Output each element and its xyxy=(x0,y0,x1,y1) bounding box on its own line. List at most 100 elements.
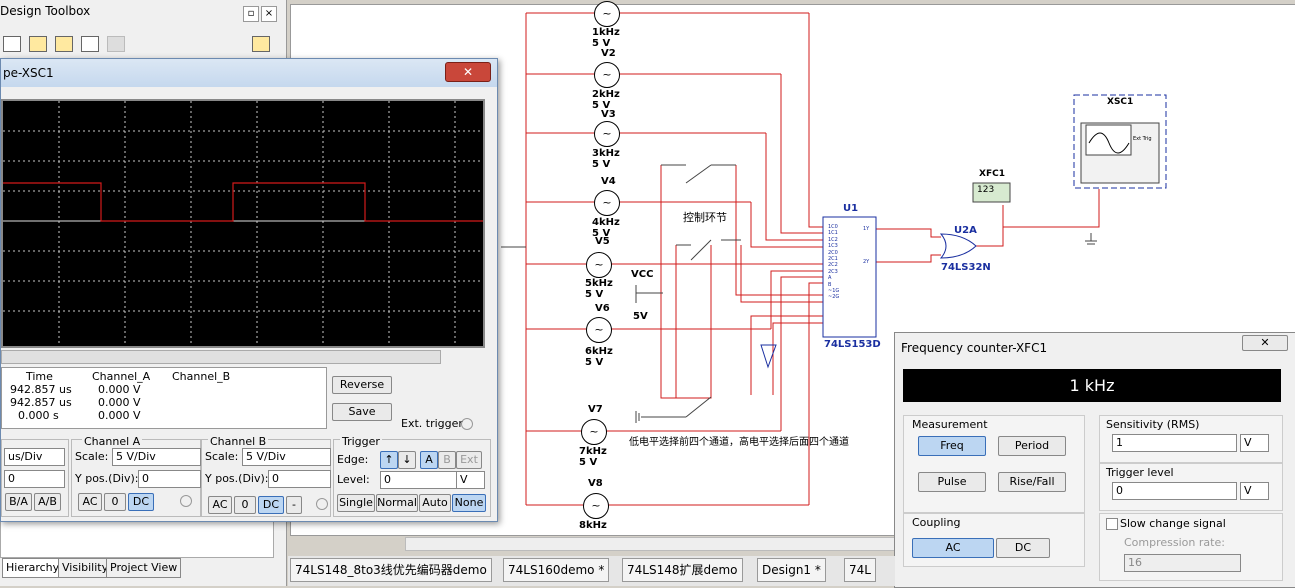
trigger-source-b[interactable]: B xyxy=(438,451,456,469)
vcc-value: 5V xyxy=(633,311,648,322)
channel-b-ac-button[interactable]: AC xyxy=(208,496,232,514)
tab-visibility[interactable]: Visibility xyxy=(58,558,113,578)
auto-button[interactable]: Auto xyxy=(419,494,451,512)
channel-b-radio[interactable] xyxy=(316,498,328,510)
coupling-group: Coupling AC DC xyxy=(903,513,1085,567)
properties-icon[interactable] xyxy=(252,36,270,52)
trigger-source-a[interactable]: A xyxy=(420,451,438,469)
sensitivity-unit[interactable]: V xyxy=(1240,434,1269,452)
source-name: V7 xyxy=(588,404,603,415)
timebase-xpos[interactable]: 0 xyxy=(4,470,65,488)
u1-pin-1y: 1Y xyxy=(863,226,870,232)
ac-source-icon[interactable]: ~ xyxy=(586,252,612,278)
channel-a-scale[interactable]: 5 V/Div xyxy=(112,448,201,466)
trigger-level-input[interactable]: 0 xyxy=(1112,482,1237,500)
freq-button[interactable]: Freq xyxy=(918,436,986,456)
source-freq: 8kHz xyxy=(579,520,607,531)
ext-trigger-label: Ext. trigger xyxy=(401,417,463,430)
sensitivity-group: Sensitivity (RMS) 1 V xyxy=(1099,415,1283,463)
tab-document[interactable]: 74L xyxy=(844,558,876,582)
channel-b-minus-button[interactable]: - xyxy=(286,496,302,514)
trigger-level-input[interactable]: 0 xyxy=(380,471,457,489)
document-tabs: 74LS148_8to3线优先编码器demo 74LS160demo * 74L… xyxy=(288,556,895,586)
source-volt: 5 V xyxy=(579,457,598,468)
xsc-name: XSC1 xyxy=(1107,97,1134,107)
source-freq: 4kHz xyxy=(592,217,620,228)
scope-scrollbar[interactable] xyxy=(1,350,441,364)
channel-a-ypos[interactable]: 0 xyxy=(138,470,201,488)
source-volt: 5 V xyxy=(592,100,611,111)
u2-name: U2A xyxy=(954,225,977,236)
normal-button[interactable]: Normal xyxy=(376,494,418,512)
scope-display xyxy=(3,101,483,346)
open-folder-icon[interactable] xyxy=(29,36,47,52)
u1-part: 74LS153D xyxy=(824,339,881,350)
pin-button[interactable]: ▫ xyxy=(243,6,259,22)
channel-b-ypos[interactable]: 0 xyxy=(268,470,331,488)
close-icon[interactable]: ✕ xyxy=(445,62,491,82)
tab-document[interactable]: Design1 * xyxy=(757,558,826,582)
tab-hierarchy[interactable]: Hierarchy xyxy=(2,558,64,578)
control-label: 控制环节 xyxy=(683,211,727,224)
source-volt: 5 V xyxy=(592,38,611,49)
tab-project-view[interactable]: Project View xyxy=(106,558,182,578)
timebase-scale[interactable]: us/Div xyxy=(4,448,65,466)
ext-trigger-radio[interactable] xyxy=(461,418,473,430)
tab-document[interactable]: 74LS148_8to3线优先编码器demo xyxy=(290,558,492,582)
single-button[interactable]: Single xyxy=(337,494,375,512)
channel-a-ac-button[interactable]: AC xyxy=(78,493,102,511)
close-button[interactable]: × xyxy=(261,6,277,22)
channel-a-zero-button[interactable]: 0 xyxy=(104,493,126,511)
ac-source-icon[interactable]: ~ xyxy=(586,317,612,343)
slow-change-checkbox[interactable] xyxy=(1106,518,1118,530)
tab-document[interactable]: 74LS160demo * xyxy=(503,558,610,582)
xfc-name: XFC1 xyxy=(979,169,1005,179)
channel-b-zero-button[interactable]: 0 xyxy=(234,496,256,514)
compression-select[interactable]: 16 xyxy=(1124,554,1241,572)
channel-a-dc-button[interactable]: DC xyxy=(128,493,154,511)
window-icon[interactable] xyxy=(81,36,99,52)
close-icon[interactable]: ✕ xyxy=(1242,335,1288,351)
slow-change-group: Slow change signal Compression rate: 16 xyxy=(1099,513,1283,581)
coupling-dc-button[interactable]: DC xyxy=(996,538,1050,558)
channel-b-scale[interactable]: 5 V/Div xyxy=(242,448,331,466)
tab-document[interactable]: 74LS148扩展demo xyxy=(622,558,743,582)
channel-b-dc-button[interactable]: DC xyxy=(258,496,284,514)
ac-source-icon[interactable]: ~ xyxy=(581,419,607,445)
source-freq: 1kHz xyxy=(592,27,620,38)
ac-source-icon[interactable]: ~ xyxy=(594,121,620,147)
u2-part: 74LS32N xyxy=(941,262,991,273)
source-name: V2 xyxy=(601,48,616,59)
trigger-level-unit[interactable]: V xyxy=(456,471,485,489)
channel-a-ypos-label: Y pos.(Div): xyxy=(75,472,139,485)
ac-source-icon[interactable]: ~ xyxy=(594,62,620,88)
save-icon[interactable] xyxy=(55,36,73,52)
trigger-level-title: Trigger level xyxy=(1106,466,1174,479)
source-label-6: 6kHz 5 V xyxy=(585,346,613,368)
channel-b-ypos-label: Y pos.(Div): xyxy=(205,472,269,485)
ac-source-icon[interactable]: ~ xyxy=(594,1,620,27)
readout-value: 0.000 s xyxy=(18,409,59,422)
rising-edge-icon[interactable]: ↑ xyxy=(380,451,398,469)
coupling-ac-button[interactable]: AC xyxy=(912,538,994,558)
trigger-level-unit[interactable]: V xyxy=(1240,482,1269,500)
ab-button[interactable]: A/B xyxy=(34,493,61,511)
ba-button[interactable]: B/A xyxy=(5,493,32,511)
pulse-button[interactable]: Pulse xyxy=(918,472,986,492)
scope-titlebar[interactable]: pe-XSC1 xyxy=(1,59,497,87)
ac-source-icon[interactable]: ~ xyxy=(583,493,609,519)
trigger-source-ext[interactable]: Ext xyxy=(456,451,482,469)
period-button[interactable]: Period xyxy=(998,436,1066,456)
none-button[interactable]: None xyxy=(452,494,486,512)
ac-source-icon[interactable]: ~ xyxy=(594,190,620,216)
sensitivity-input[interactable]: 1 xyxy=(1112,434,1237,452)
sensitivity-title: Sensitivity (RMS) xyxy=(1106,418,1200,431)
falling-edge-icon[interactable]: ↓ xyxy=(398,451,416,469)
reverse-button[interactable]: Reverse xyxy=(332,376,392,394)
trigger-edge-label: Edge: xyxy=(337,453,369,466)
source-name: V5 xyxy=(595,236,610,247)
save-button[interactable]: Save xyxy=(332,403,392,421)
new-file-icon[interactable] xyxy=(3,36,21,52)
rise-fall-button[interactable]: Rise/Fall xyxy=(998,472,1066,492)
channel-a-radio[interactable] xyxy=(180,495,192,507)
